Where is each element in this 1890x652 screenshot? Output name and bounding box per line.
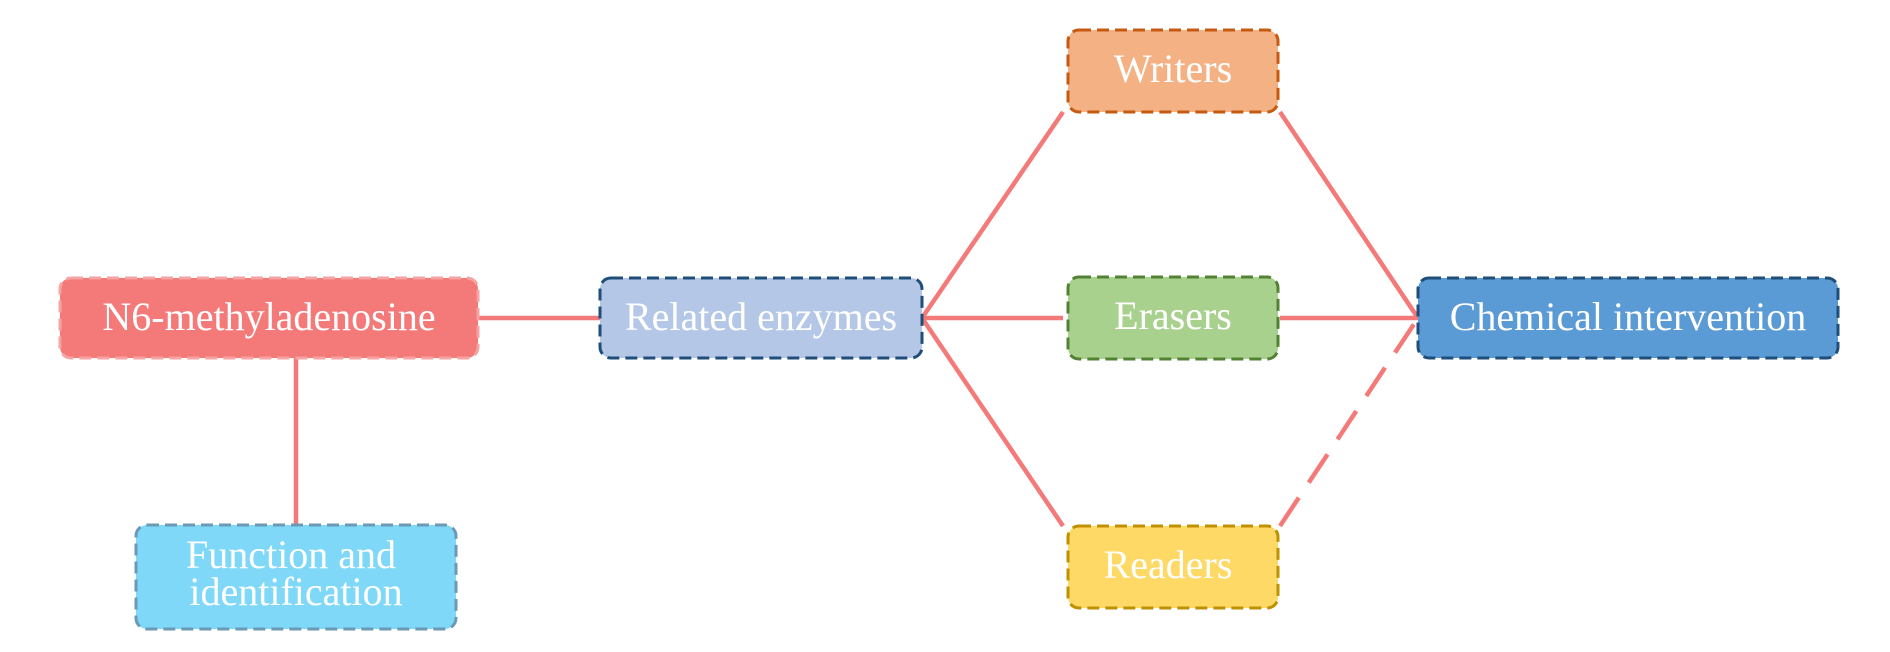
- node-writers: Writers: [1066, 28, 1280, 114]
- connector-writers-chemical: [1278, 110, 1420, 320]
- connectors: [293, 110, 1420, 528]
- n6-methyladenosine-label: N6-methyladenosine: [102, 294, 435, 339]
- node-erasers: Erasers: [1066, 275, 1280, 361]
- function-label: Function and identification: [186, 532, 406, 614]
- connector-related-readers: [920, 316, 1065, 528]
- chemical-intervention-label: Chemical intervention: [1450, 294, 1807, 339]
- connector-related-writers: [920, 110, 1065, 320]
- node-function-and-identification: Function and identification: [134, 523, 458, 631]
- connector-readers-chemical-dashed: [1278, 316, 1420, 528]
- node-related-enzymes: Related enzymes: [598, 276, 924, 360]
- function-label-line-2: identification: [189, 569, 402, 614]
- related-enzymes-label: Related enzymes: [625, 294, 897, 339]
- readers-label: Readers: [1104, 542, 1233, 587]
- erasers-label: Erasers: [1114, 293, 1232, 338]
- function-label-line-1: Function and: [186, 532, 396, 577]
- node-readers: Readers: [1066, 524, 1280, 610]
- node-chemical-intervention: Chemical intervention: [1416, 276, 1840, 360]
- node-n6-methyladenosine: N6-methyladenosine: [58, 276, 480, 360]
- writers-label: Writers: [1114, 46, 1232, 91]
